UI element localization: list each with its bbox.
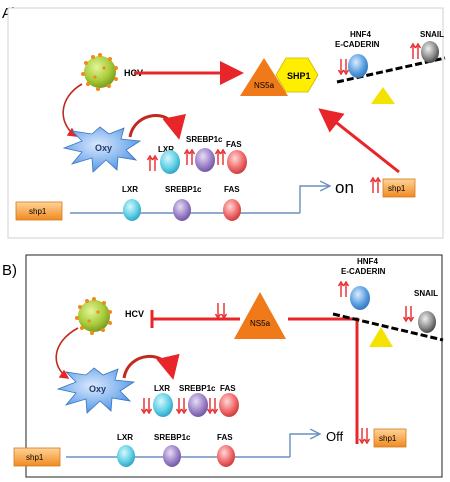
panel-b-frame [25, 254, 443, 478]
panel-b: B) HCV NS5a [2, 254, 444, 478]
promoter-arrow-a [299, 186, 330, 213]
oxy-to-lxr-arrow-b [122, 353, 180, 380]
seesaw-b [332, 312, 444, 347]
shp1-gene-label-a: shp1 [29, 207, 47, 216]
ecaderin-label-b: E-CADERIN [341, 267, 386, 276]
hcv-virus-icon-b [75, 297, 112, 335]
hcv-label: HCV [124, 68, 143, 78]
fas-gene-label-b: FAS [217, 433, 233, 442]
hcv-to-oxy-arrow [62, 83, 83, 137]
snail-label-b: SNAIL [414, 289, 438, 298]
fas-gene-label: FAS [224, 185, 240, 194]
shp1-gene-label-b: shp1 [26, 453, 44, 462]
fas-top-label: FAS [226, 140, 242, 149]
shp1-gene-box-a [15, 201, 63, 221]
fulcrum-a [371, 87, 395, 104]
lxr-gene-oval [123, 199, 141, 221]
ecaderin-label: E-CADERIN [335, 40, 380, 49]
srebp-top-oval-b [188, 393, 208, 417]
panel-a-frame [7, 7, 444, 239]
snail-ball-b [418, 311, 436, 333]
shp1-out-label-b: shp1 [379, 434, 397, 443]
shp1-out-box-b [373, 428, 407, 448]
state-off-label: Off [326, 429, 343, 444]
hcv-label-b: HCV [125, 309, 144, 319]
ns5a-inhibition-line [150, 310, 240, 328]
hnf4-ecadherin-ball-b [350, 286, 370, 310]
shp1-hexagon [275, 57, 319, 93]
ns5a-label: NS5a [254, 81, 275, 90]
srebp-gene-label: SREBP1c [165, 185, 202, 194]
fulcrum-b [369, 327, 393, 347]
shp1-to-hexagon-arrow [318, 108, 400, 174]
ns5a-label-b: NS5a [250, 319, 271, 328]
ns5a-triangle-b [234, 292, 286, 339]
promoter-arrow-b [289, 434, 320, 457]
srebp-top-label: SREBP1c [186, 135, 223, 144]
hcv-virus-icon [81, 53, 118, 91]
srebp-gene-oval-b [163, 445, 181, 467]
oxy-star-b [56, 367, 136, 414]
srebp-gene-label-b: SREBP1c [154, 433, 191, 442]
fas-top-oval-b [219, 393, 239, 417]
fas-gene-oval-b [217, 445, 235, 467]
fas-gene-oval [223, 199, 241, 221]
lxr-top-label-b: LXR [154, 384, 170, 393]
lxr-top-label: LXR [158, 145, 174, 154]
lxr-gene-oval-b [117, 445, 135, 467]
shp1-gene-box-b [13, 447, 61, 467]
hnf4-ecadherin-ball [348, 54, 368, 78]
panel-b-letter: B) [2, 262, 17, 279]
hnf4-label-b: HNF4 [357, 257, 378, 266]
srebp-gene-oval [173, 199, 191, 221]
fas-top-oval [227, 150, 247, 174]
srebp-top-oval [195, 148, 215, 172]
shp1-out-box-a [382, 178, 416, 198]
oxy-to-lxr-arrow [128, 113, 186, 140]
shp1-out-label-a: shp1 [388, 184, 406, 193]
lxr-top-oval-b [153, 393, 173, 417]
state-on-label: on [335, 178, 354, 197]
snail-ball [421, 41, 439, 63]
hnf4-label: HNF4 [350, 30, 371, 39]
oxy-label: Oxy [95, 143, 112, 153]
hcv-to-oxy-arrow-b [55, 327, 79, 379]
lxr-gene-label: LXR [122, 185, 138, 194]
shp1-node-label: SHP1 [287, 71, 311, 81]
oxy-star [62, 126, 142, 173]
panel-a: A) HCV NS5a SHP1 [2, 5, 446, 239]
ns5a-triangle [240, 58, 288, 96]
oxy-label-b: Oxy [89, 384, 106, 394]
srebp-top-label-b: SREBP1c [179, 384, 216, 393]
fas-top-label-b: FAS [220, 384, 236, 393]
snail-label: SNAIL [420, 30, 444, 39]
lxr-top-oval [160, 150, 180, 174]
lxr-gene-label-b: LXR [117, 433, 133, 442]
